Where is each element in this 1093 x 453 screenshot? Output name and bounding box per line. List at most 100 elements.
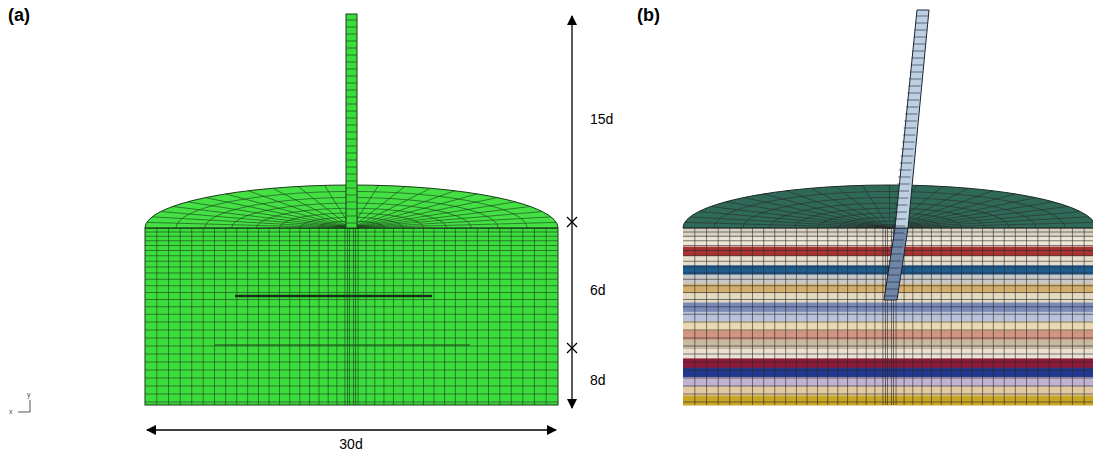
mesh-line	[346, 76, 357, 77]
mesh-line	[896, 198, 909, 199]
mesh-line	[895, 205, 908, 206]
mesh-line	[403, 228, 404, 405]
mesh-line	[905, 114, 917, 115]
mesh-line	[729, 228, 730, 405]
soil-layers	[683, 228, 1093, 406]
mesh-line	[346, 216, 357, 217]
mesh-line	[683, 322, 1093, 323]
mesh-line	[336, 228, 337, 405]
mesh-line	[433, 228, 434, 405]
mesh-line	[951, 228, 952, 405]
mesh-line	[683, 362, 1093, 363]
mesh-line	[145, 322, 558, 323]
mesh-line	[683, 250, 1093, 251]
soil-layer	[683, 321, 1093, 331]
mesh-line	[347, 228, 348, 405]
mesh-line	[741, 228, 742, 405]
mesh-line	[718, 228, 719, 405]
mesh-line	[910, 72, 922, 73]
soil-layer	[683, 377, 1093, 387]
pile-mesh	[884, 16, 928, 296]
mesh-line	[921, 228, 922, 405]
mesh-line	[913, 44, 925, 45]
mesh-line	[902, 142, 914, 143]
mesh-line	[214, 228, 215, 405]
axis-label: y	[27, 391, 31, 398]
dimension-label: 30d	[339, 437, 362, 451]
mesh-line	[901, 149, 913, 150]
mesh-line	[355, 228, 356, 405]
mesh-line	[413, 228, 414, 405]
mesh-line	[694, 228, 695, 405]
mesh-line	[346, 202, 357, 203]
mesh-line	[683, 261, 1093, 262]
mesh-line	[857, 228, 858, 405]
mesh-line	[1084, 228, 1085, 405]
soil-layer	[683, 396, 1093, 406]
mesh-line	[770, 203, 1010, 228]
mesh-line	[346, 195, 357, 196]
mesh-line	[866, 228, 867, 405]
mesh-line	[885, 289, 898, 290]
mesh-line	[931, 228, 932, 405]
mesh-line	[346, 146, 357, 147]
mesh-line	[683, 245, 1093, 246]
mesh-line	[346, 132, 357, 133]
mesh-line	[683, 354, 1093, 355]
mesh-line	[683, 255, 1093, 256]
mesh-line	[145, 306, 558, 307]
mesh-line	[346, 69, 357, 70]
mesh-line	[838, 217, 941, 228]
mesh-line	[258, 228, 259, 405]
mesh-line	[1049, 228, 1050, 405]
dimension-label: 15d	[590, 112, 613, 126]
mesh-line	[511, 228, 512, 405]
mesh-line	[899, 170, 912, 171]
mesh-line	[145, 299, 558, 300]
mesh-line	[145, 402, 558, 403]
mesh-line	[683, 370, 1093, 371]
mesh-line	[346, 90, 357, 91]
mesh-line	[145, 292, 558, 293]
soil-layer	[683, 247, 1093, 257]
dimension-arrow	[147, 429, 556, 430]
mesh-line	[908, 93, 920, 94]
soil-layer	[683, 303, 1093, 313]
mesh-line	[683, 386, 1093, 387]
mesh-line	[328, 228, 329, 405]
mesh-line	[346, 55, 357, 56]
dimension-tick	[567, 217, 577, 227]
mesh-line	[353, 228, 354, 405]
mesh-line	[346, 181, 357, 182]
axis-line	[30, 400, 31, 412]
panel-label: (a)	[8, 6, 30, 24]
mesh-line	[916, 16, 928, 17]
mesh-line	[279, 228, 280, 405]
mesh-line	[346, 48, 357, 49]
mesh-line	[346, 125, 357, 126]
dimension-label: 6d	[590, 283, 606, 297]
mesh-line	[683, 378, 1093, 379]
mesh-line	[714, 191, 1065, 228]
mesh-line	[145, 354, 558, 355]
soil-layer	[683, 386, 1093, 396]
mesh-line	[882, 228, 883, 405]
mesh-line	[1004, 228, 1005, 405]
mesh-line	[888, 268, 901, 269]
mesh-line	[203, 228, 204, 405]
mesh-line	[914, 37, 926, 38]
mesh-line	[145, 394, 558, 395]
mesh-line	[346, 20, 357, 21]
refinement-line	[215, 344, 470, 345]
mesh-line	[444, 228, 445, 405]
mesh-line	[145, 245, 558, 246]
mesh-line	[145, 314, 558, 315]
mesh-line	[344, 228, 345, 405]
mesh-line	[145, 236, 558, 237]
mesh-line	[941, 228, 942, 405]
mesh-line	[145, 370, 558, 371]
mesh-line	[706, 228, 707, 405]
mesh-line	[225, 228, 226, 405]
mesh-lines	[683, 185, 1093, 405]
